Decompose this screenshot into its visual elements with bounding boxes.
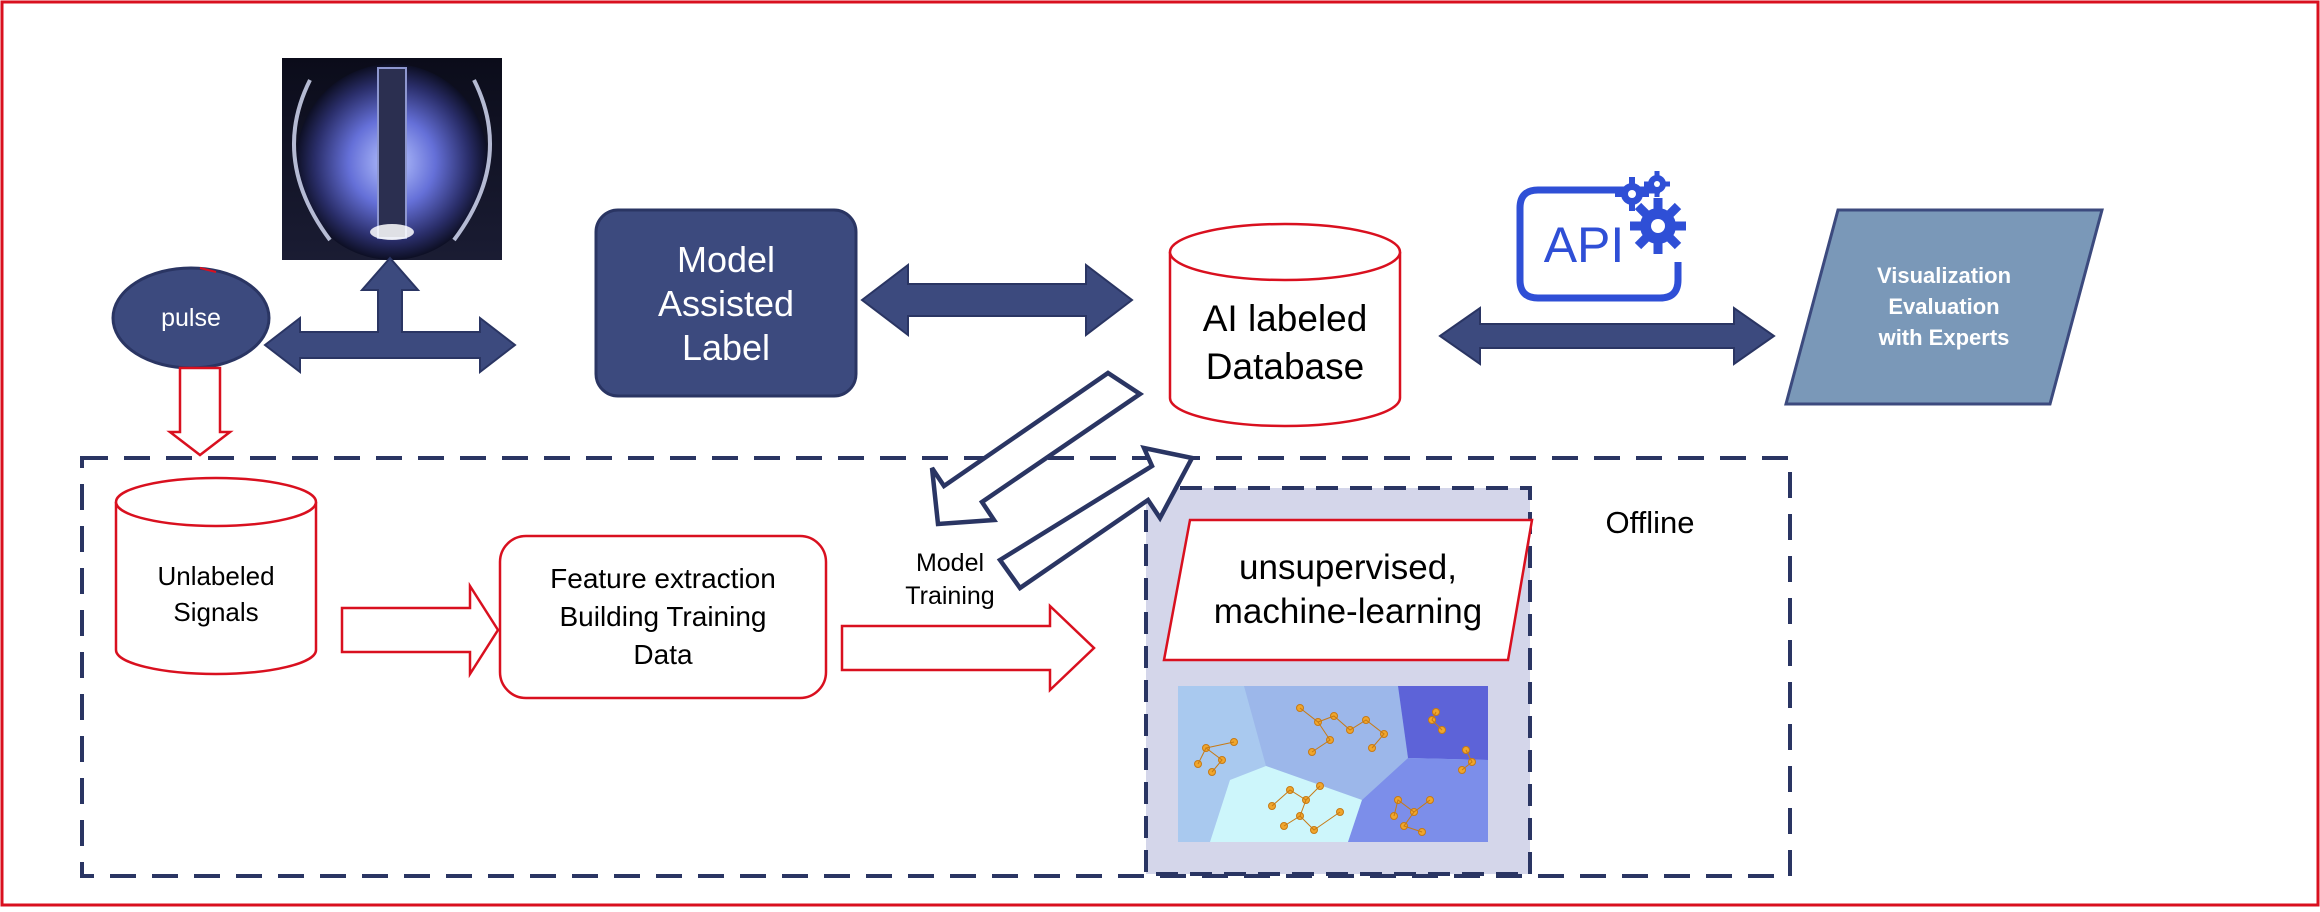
tokamak-plasma-image (282, 58, 502, 260)
model-database-arrow (860, 262, 1134, 338)
cluster-map-image (1178, 686, 1488, 842)
unsupervised-label: unsupervised, machine-learning (1213, 548, 1483, 631)
visualization-node (1784, 208, 2104, 406)
training-loop-arrows (929, 370, 1196, 592)
ai-database-label: AI labeled Database (1202, 298, 1368, 387)
model-assisted-label-text: Model Assisted Label (657, 239, 795, 368)
pulse-to-signals-arrow (166, 366, 234, 457)
pulse-cross-arrow (263, 256, 517, 375)
pulse-label: pulse (161, 303, 221, 332)
signals-feature-arrow (340, 581, 500, 679)
feature-extraction-box (498, 534, 828, 700)
ai-database-cylinder (1168, 222, 1402, 428)
gear-icon (1615, 171, 1686, 254)
feature-ml-arrow (840, 603, 1096, 693)
unsupervised-node (1162, 518, 1534, 662)
unlabeled-signals-label: Unlabeled Signals (157, 561, 275, 627)
offline-container (80, 456, 1792, 878)
offline-label: Offline (1605, 505, 1695, 540)
feature-extraction-label: Feature extraction Building Training Dat… (550, 563, 776, 670)
visualization-label: Visualization Evaluation with Experts (1876, 262, 2012, 350)
api-icon: API (1516, 186, 1682, 302)
pulse-connector-mark (199, 267, 217, 273)
model-training-label: Model Training (905, 549, 995, 610)
api-icon-text: API (1544, 217, 1625, 273)
database-visualization-arrow (1438, 306, 1776, 366)
model-assisted-label-box (594, 208, 858, 398)
unlabeled-signals-cylinder (114, 476, 318, 676)
